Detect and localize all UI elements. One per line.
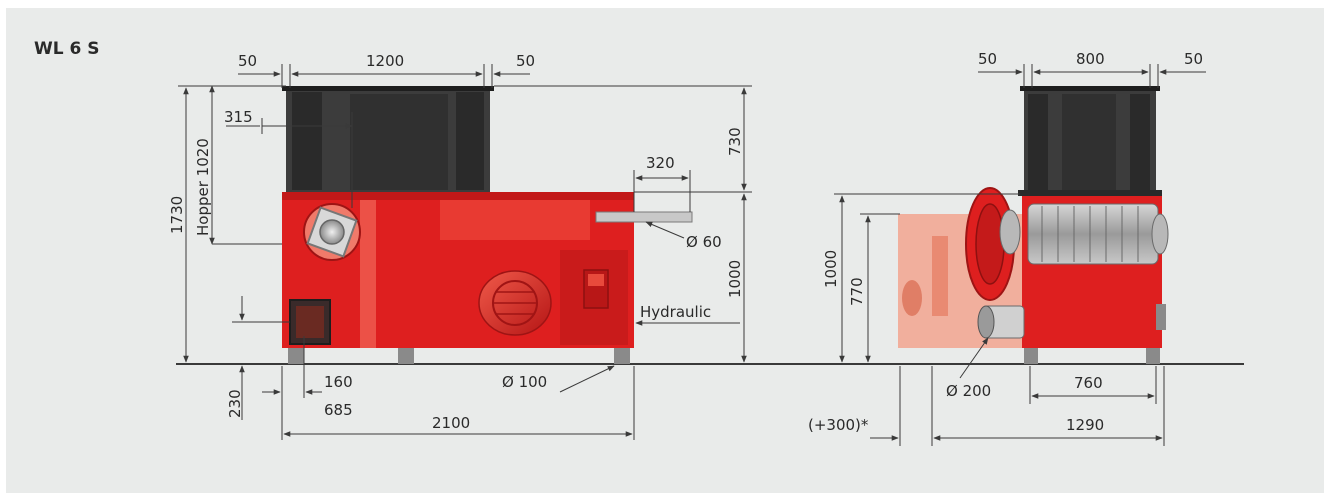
model-title: WL 6 S — [34, 39, 100, 59]
front-dim-1290: 1290 — [1066, 416, 1104, 434]
side-view-dimensions — [178, 64, 752, 440]
side-dim-320: 320 — [646, 154, 675, 172]
front-dim-plus-300: (+300)* — [808, 416, 869, 434]
front-view-dimensions — [834, 64, 1206, 446]
side-dim-50-right: 50 — [516, 52, 535, 70]
side-dim-230: 230 — [226, 389, 244, 418]
side-bearing-housing — [303, 203, 361, 261]
side-dim-diameter-60: Ø 60 — [686, 233, 722, 251]
front-dim-50-right: 50 — [1184, 50, 1203, 68]
side-dim-1200: 1200 — [366, 52, 404, 70]
side-dim-1000: 1000 — [726, 260, 744, 298]
side-dim-160: 160 — [324, 373, 353, 391]
side-dim-hopper-1020: Hopper 1020 — [194, 138, 212, 236]
front-view-machine — [898, 86, 1169, 364]
front-dim-760: 760 — [1074, 374, 1103, 392]
front-dim-800: 800 — [1076, 50, 1105, 68]
side-dim-2100: 2100 — [432, 414, 470, 432]
side-dim-315: 315 — [224, 108, 253, 126]
side-dim-1730: 1730 — [168, 196, 186, 234]
front-dim-770: 770 — [848, 277, 866, 306]
front-motor — [977, 305, 1025, 339]
side-motor — [478, 270, 552, 336]
front-dim-diameter-200: Ø 200 — [946, 382, 991, 400]
side-view-machine — [282, 86, 693, 364]
front-dim-1000: 1000 — [822, 250, 840, 288]
front-rotor — [1027, 203, 1169, 265]
front-dim-50-left: 50 — [978, 50, 997, 68]
side-label-hydraulic: Hydraulic — [640, 303, 711, 321]
side-dim-685: 685 — [324, 401, 353, 419]
front-pulley-housing — [965, 187, 1021, 301]
side-dim-50-left: 50 — [238, 52, 257, 70]
side-dim-diameter-100: Ø 100 — [502, 373, 547, 391]
side-dim-730: 730 — [726, 127, 744, 156]
side-outlet-pipe — [595, 211, 693, 223]
